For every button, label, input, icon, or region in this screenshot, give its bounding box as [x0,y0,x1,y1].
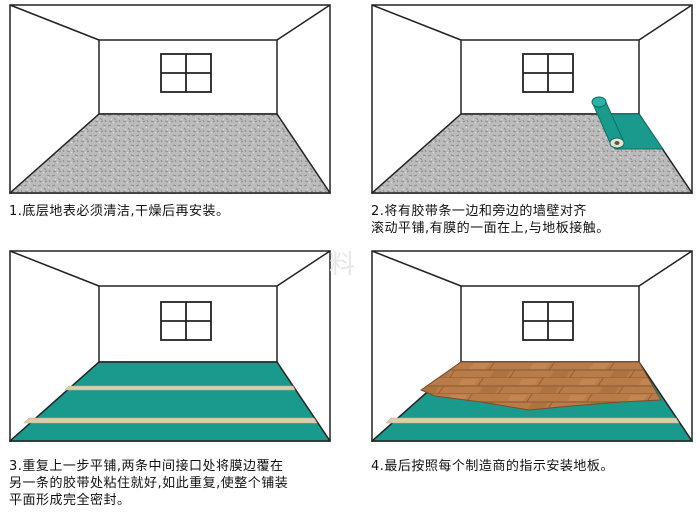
step3-illustration [9,250,331,442]
film-roll [591,96,625,149]
watermark: 料 [329,250,356,280]
concrete-floor [9,113,331,194]
step1-caption: 1.底层地表必须清洁,干燥后再安装。 [9,203,230,220]
window [160,53,212,93]
step4-caption: 4.最后按照每个制造商的指示安装地板。 [371,458,614,475]
step-number: 4. [371,459,385,474]
step-text: 滚动平铺,有膜的一面在上,与地板接触。 [371,221,610,236]
wood-flooring [419,361,662,411]
step-text: 最后按照每个制造商的指示安装地板。 [384,459,614,474]
step-number: 1. [9,204,23,219]
window [522,301,574,341]
step-text: 重复上一步平铺,两条中间接口处将膜边覆在 [22,459,284,474]
step4-illustration [371,250,693,442]
step-number: 2. [371,204,385,219]
step2-caption: 2.将有胶带条一边和旁边的墙壁对齐 滚动平铺,有膜的一面在上,与地板接触。 [371,203,610,237]
step1-illustration [9,4,331,194]
step-text: 将有胶带条一边和旁边的墙壁对齐 [384,204,587,219]
window [522,53,574,93]
step2-illustration [371,4,693,194]
tape-joint [23,417,318,424]
step-text: 底层地表必须清洁,干燥后再安装。 [22,204,230,219]
step-number: 3. [9,459,23,474]
step-text: 另一条的胶带处粘住就好,如此重复,使整个铺装 [9,476,289,491]
step3-caption: 3.重复上一步平铺,两条中间接口处将膜边覆在 另一条的胶带处粘住就好,如此重复,… [9,458,288,509]
step-text: 平面形成完全密封。 [9,493,131,508]
tape-joint [385,417,680,424]
tape-joint [64,385,296,391]
window [160,301,212,341]
